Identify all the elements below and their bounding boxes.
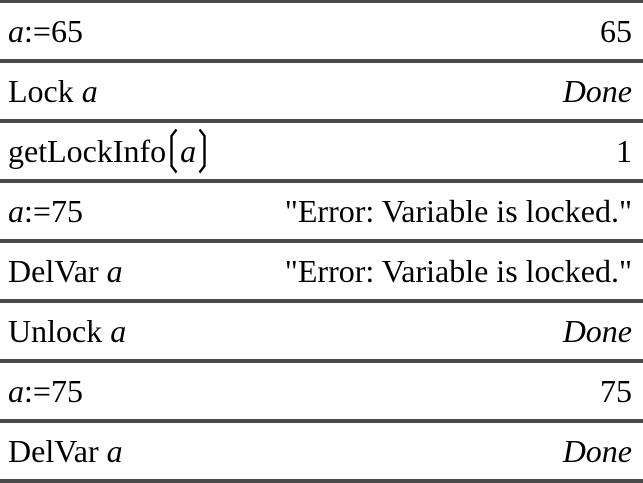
entry-expression[interactable]: DelVar a — [8, 253, 123, 290]
entry-text: DelVar — [8, 252, 107, 289]
entry-expression[interactable]: a:=75 — [8, 373, 83, 410]
row-divider — [0, 299, 643, 303]
result-value[interactable]: "Error: Variable is locked." — [284, 192, 632, 229]
entry-text: Lock — [8, 72, 82, 109]
variable-name: a — [110, 312, 127, 349]
thin-paren-open-icon — [170, 128, 178, 174]
entry-text: Unlock — [8, 312, 111, 349]
row-divider — [0, 239, 643, 243]
thin-paren-close-icon — [198, 128, 206, 174]
entry-text: :=75 — [24, 372, 83, 409]
row-divider — [0, 479, 643, 483]
row-divider — [0, 359, 643, 363]
entry-text: getLockInfo — [8, 132, 167, 169]
history-row[interactable]: Lock a Done — [0, 63, 643, 119]
row-divider — [0, 119, 643, 123]
entry-text: :=75 — [24, 192, 83, 229]
result-value[interactable]: Done — [562, 312, 632, 349]
variable-name: a — [180, 132, 197, 169]
variable-name: a — [8, 372, 24, 409]
row-divider — [0, 419, 643, 423]
history-row[interactable]: Unlock a Done — [0, 303, 643, 359]
row-divider — [0, 179, 643, 183]
variable-name: a — [8, 12, 24, 49]
entry-expression[interactable]: a:=75 — [8, 193, 83, 230]
entry-expression[interactable]: getLockInfo a — [8, 128, 210, 174]
result-value[interactable]: 75 — [600, 372, 632, 409]
history-row[interactable]: DelVar a Done — [0, 423, 643, 479]
result-value[interactable]: 65 — [600, 12, 632, 49]
entry-text: :=65 — [24, 12, 83, 49]
top-divider — [0, 0, 643, 3]
variable-name: a — [106, 432, 123, 469]
entry-text: DelVar — [8, 432, 107, 469]
history-row[interactable]: getLockInfo a 1 — [0, 123, 643, 179]
entry-expression[interactable]: Unlock a — [8, 313, 126, 350]
entry-expression[interactable]: Lock a — [8, 73, 98, 110]
variable-name: a — [106, 252, 123, 289]
variable-name: a — [81, 72, 98, 109]
entry-expression[interactable]: a:=65 — [8, 13, 83, 50]
history-row[interactable]: DelVar a "Error: Variable is locked." — [0, 243, 643, 299]
result-value[interactable]: 1 — [616, 132, 632, 169]
history-row[interactable]: a:=75 "Error: Variable is locked." — [0, 183, 643, 239]
result-value[interactable]: "Error: Variable is locked." — [284, 252, 632, 289]
entry-expression[interactable]: DelVar a — [8, 433, 123, 470]
history-row[interactable]: a:=75 75 — [0, 363, 643, 419]
result-value[interactable]: Done — [562, 72, 632, 109]
row-divider — [0, 59, 643, 63]
result-value[interactable]: Done — [562, 432, 632, 469]
variable-name: a — [8, 192, 24, 229]
history-row[interactable]: a:=65 65 — [0, 3, 643, 59]
